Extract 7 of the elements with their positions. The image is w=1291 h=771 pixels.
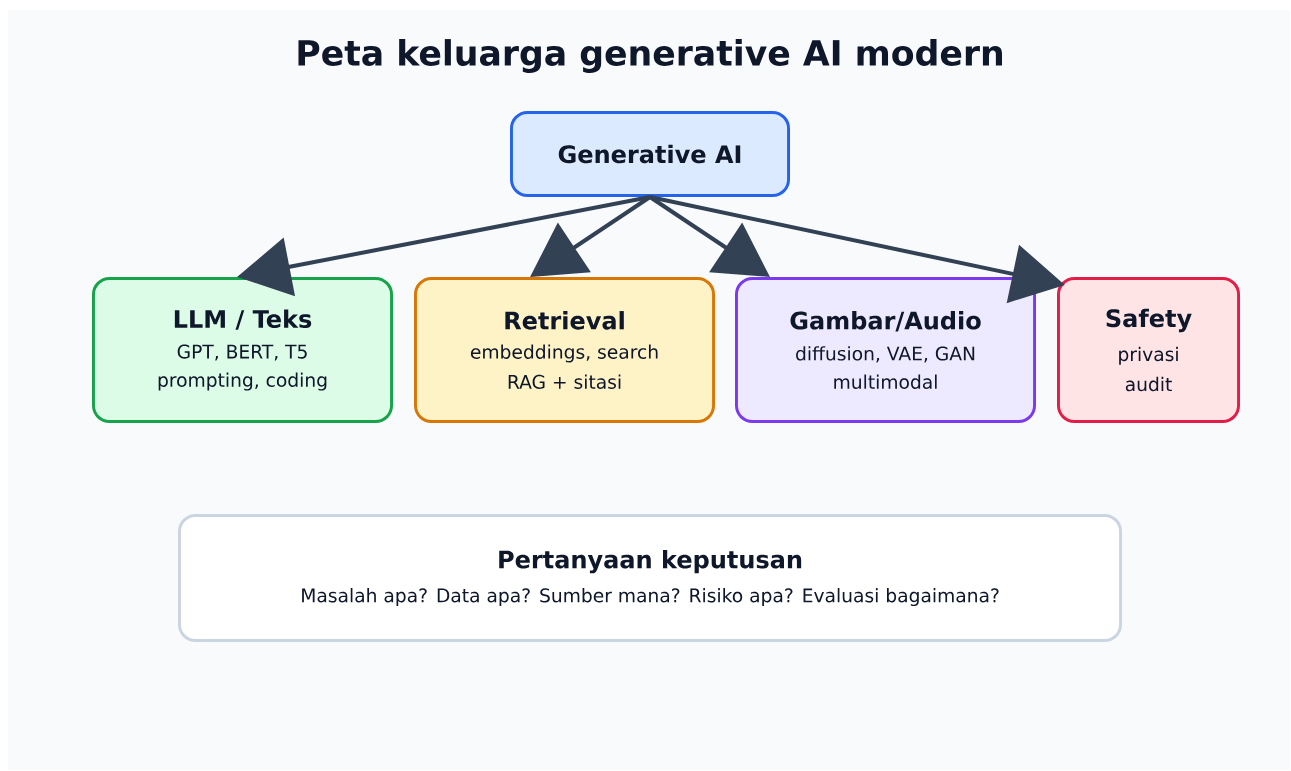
category-box: Retrieval embeddings, search RAG + sitasi xyxy=(414,277,715,423)
title: Peta keluarga generative AI modern xyxy=(298,39,1002,73)
category-box: Gambar/Audio diffusion, VAE, GAN multimodal xyxy=(735,277,1036,423)
category-box: Safety privasi audit xyxy=(1057,277,1240,423)
category-box: LLM / Teks GPT, BERT, T5 prompting, coding xyxy=(92,277,393,423)
category-box: Pertanyaan keputusan Masalah apa? Data apa? Sumber mana? Risiko apa? Evaluasi bagaimana? xyxy=(178,514,1122,642)
category-box: Generative AI xyxy=(510,111,790,197)
